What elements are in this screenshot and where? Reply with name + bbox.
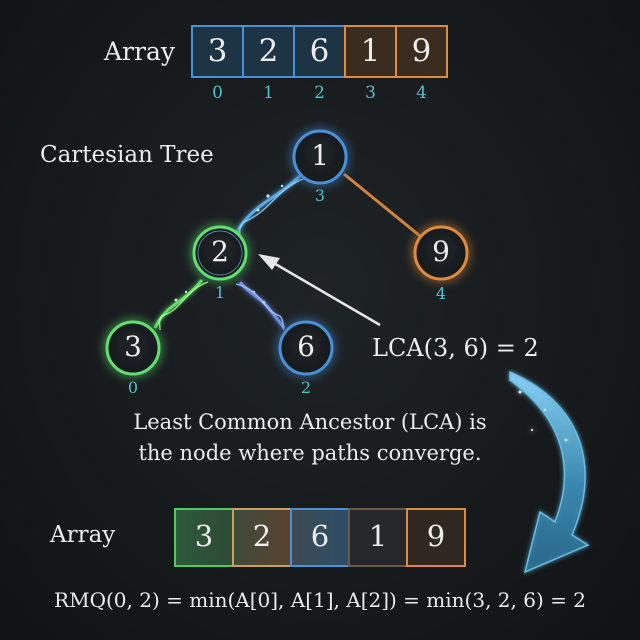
- caption-line-2: the node where paths converge.: [138, 441, 482, 465]
- top-array-value-2: 6: [309, 33, 330, 69]
- node-value-left-right: 6: [297, 330, 315, 363]
- top-array-cell-0: [191, 25, 244, 78]
- node-index-right: 4: [435, 284, 447, 303]
- node-circle-left: [192, 225, 248, 281]
- sparkle: [256, 208, 260, 212]
- bottom-array-cell-2: [290, 508, 350, 567]
- transition-arrow-shape: [509, 370, 590, 574]
- edge-left-leftright-strand: [235, 283, 285, 331]
- bottom-array-value-2: 6: [310, 519, 330, 553]
- edge-root-left-strand: [238, 177, 306, 239]
- node-index-root: 3: [314, 186, 326, 205]
- edge-root-right: [343, 172, 421, 238]
- bottom-array-cell-0: [174, 508, 234, 567]
- node-index-left-left: 0: [127, 378, 139, 397]
- bottom-array-cell-3: [348, 508, 408, 567]
- bottom-array-cell-1: [232, 508, 292, 567]
- top-array-index-3: 3: [365, 83, 376, 103]
- top-array-cells: [191, 25, 448, 78]
- top-array-value-3: 1: [360, 33, 381, 69]
- sparkle: [266, 194, 270, 198]
- tree-nodes: [105, 129, 469, 376]
- top-array-value-0: 3: [207, 33, 228, 69]
- transition-arrow: [509, 370, 590, 574]
- bottom-array-value-3: 1: [368, 519, 388, 553]
- lca-pointer-arrow: [258, 254, 381, 327]
- bottom-array-cell-4: [406, 508, 466, 567]
- sparkle: [184, 290, 188, 294]
- tree-edges: [153, 172, 421, 331]
- sparkle: [518, 390, 522, 394]
- top-array-value-4: 9: [411, 33, 432, 69]
- node-circle-left-left: [105, 320, 161, 376]
- bottom-array-label: Array: [50, 522, 116, 548]
- tree-label: Cartesian Tree: [40, 142, 214, 168]
- node-circle-right: [413, 225, 469, 281]
- node-value-left: 2: [211, 235, 229, 268]
- top-array-index-1: 1: [263, 83, 274, 103]
- top-array-cell-1: [242, 25, 295, 78]
- sparkle: [262, 300, 266, 304]
- sparkle: [174, 298, 178, 302]
- bottom-array-value-1: 2: [252, 519, 272, 553]
- bottom-array-cells: [174, 508, 466, 567]
- node-circle-root: [292, 129, 348, 185]
- top-array-index-4: 4: [416, 83, 427, 103]
- node-circle-left-right: [278, 320, 334, 376]
- edge-left-leftleft: [153, 279, 204, 329]
- edge-root-left: [234, 174, 302, 237]
- top-array-cell-2: [293, 25, 346, 78]
- edge-left-leftleft-strand: [158, 281, 209, 331]
- top-array-value-1: 2: [258, 33, 279, 69]
- lca-pointer-line: [271, 260, 381, 327]
- lca-pointer-head: [258, 254, 280, 270]
- top-array-cell-4: [395, 25, 448, 78]
- node-index-left: 1: [214, 283, 226, 302]
- bottom-array-value-0: 3: [194, 519, 214, 553]
- top-array-index-0: 0: [212, 83, 223, 103]
- node-value-left-left: 3: [124, 330, 142, 363]
- sparkle: [530, 428, 534, 432]
- top-array-label: Array: [104, 37, 175, 66]
- edge-left-leftright: [238, 281, 286, 329]
- node-value-root: 1: [311, 139, 329, 172]
- node-ring-left-inner: [197, 230, 243, 276]
- sparkle: [543, 408, 547, 412]
- rmq-formula: RMQ(0, 2) = min(A[0], A[1], A[2]) = min(…: [54, 588, 586, 612]
- sparkle: [252, 290, 256, 294]
- lca-label: LCA(3, 6) = 2: [372, 334, 539, 362]
- sparkle: [280, 184, 284, 188]
- top-array-index-2: 2: [314, 83, 325, 103]
- sparkle: [564, 438, 568, 442]
- caption-line-1: Least Common Ancestor (LCA) is: [133, 410, 487, 434]
- node-value-right: 9: [432, 235, 450, 268]
- bottom-array-value-4: 9: [426, 519, 446, 553]
- node-index-left-right: 2: [300, 378, 312, 397]
